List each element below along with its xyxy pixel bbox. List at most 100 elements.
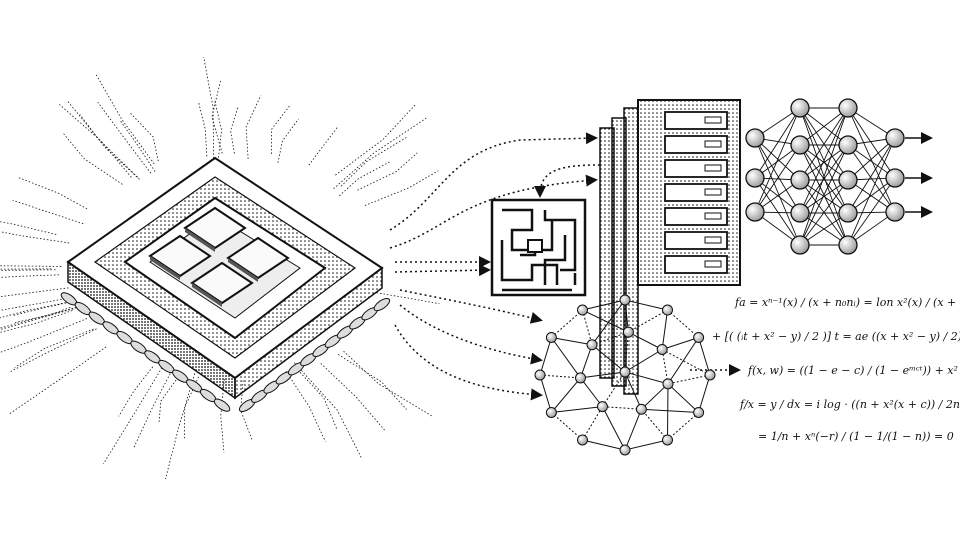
chip-core-side — [150, 256, 180, 280]
equation-3: f(x, w) = ((1 − e − c) / (1 − eᵐᶜᵗ)) + x… — [747, 364, 958, 377]
chip-cores — [148, 206, 290, 307]
graph-node — [662, 378, 674, 390]
wire-line — [213, 98, 222, 162]
nn-node — [745, 202, 765, 222]
wire-line — [8, 346, 107, 415]
wire-line — [340, 136, 408, 187]
nn-edge — [847, 107, 896, 213]
equation-1: fa = xⁿ⁻¹(x) / (x + n₀nᵢ) = lon x²(x) / … — [734, 296, 960, 309]
graph-edge — [667, 374, 711, 385]
nn-edge — [799, 144, 849, 246]
server-side-panel — [623, 107, 639, 395]
wire-line — [339, 161, 391, 197]
graph-edge — [661, 309, 668, 350]
nn-edge — [847, 177, 896, 246]
nn-edge — [847, 144, 896, 213]
wire-line — [335, 103, 417, 176]
nn-node — [838, 235, 858, 255]
nn-edge — [754, 107, 801, 179]
graph-node — [577, 434, 588, 446]
flow-arrow — [399, 289, 543, 324]
flow-arrow — [389, 132, 598, 231]
wire-line — [129, 112, 159, 162]
nn-edge — [847, 137, 896, 214]
graph-edge — [539, 374, 552, 413]
graph-edge — [624, 332, 629, 373]
wire-line — [285, 371, 326, 442]
graph-edge — [551, 412, 583, 441]
wire-line — [0, 265, 62, 267]
server-drive-slot — [704, 260, 722, 268]
graph-edge — [662, 337, 699, 350]
chip-core-side — [185, 228, 215, 252]
nn-node — [838, 170, 858, 190]
graph-edge — [539, 337, 552, 376]
server-unit — [664, 231, 728, 250]
graph-edge — [641, 408, 668, 441]
server-drive-slot — [704, 212, 722, 220]
wire-line — [118, 366, 154, 417]
wire-line — [0, 318, 88, 353]
wire-line — [308, 126, 338, 166]
nn-edge — [799, 107, 849, 246]
wire-line — [9, 328, 97, 373]
graph-edge — [628, 309, 668, 333]
nn-edge — [799, 144, 849, 181]
graph-node — [656, 343, 668, 355]
wire-line — [0, 231, 70, 244]
wire-line — [0, 269, 56, 271]
wire-line — [119, 120, 156, 172]
equation-5: = 1/n + xⁿ(−r) / (1 − 1/(1 − n)) = 0 — [758, 430, 954, 443]
flow-arrows — [389, 132, 741, 401]
nn-node — [790, 235, 810, 255]
equation-2: + [( (ᵢt + x² − y) / 2 )] t = ae ((x + x… — [712, 330, 960, 343]
wire-line — [14, 328, 94, 368]
graph-edge — [582, 299, 626, 311]
wire-line — [103, 364, 165, 465]
nn-edge — [754, 177, 801, 246]
wire-line — [357, 152, 418, 191]
graph-edge — [551, 377, 581, 413]
wire-line — [270, 105, 291, 154]
graph-node — [619, 366, 631, 378]
wire-line — [245, 95, 262, 159]
flow-arrow — [534, 164, 601, 198]
server-unit — [664, 135, 728, 154]
graph-edge — [641, 383, 669, 410]
flow-arrow — [399, 304, 543, 365]
wire-line — [0, 268, 52, 270]
chip-pin — [373, 297, 391, 312]
graph-node — [635, 403, 647, 415]
equations: fa = xⁿ⁻¹(x) / (x + n₀nᵢ) = lon x²(x) / … — [712, 296, 960, 443]
graph-node — [577, 304, 588, 316]
wire-line — [0, 274, 59, 278]
equation-4: f/x = y / dx = i log · ((n + x²(x + c)) … — [739, 398, 960, 411]
graph-node — [622, 326, 634, 338]
graph-edge — [667, 309, 699, 338]
graph-node — [534, 369, 546, 381]
nn-edge — [799, 179, 849, 214]
wire-line — [0, 221, 57, 235]
nn-edge — [754, 144, 801, 213]
graph-node — [619, 294, 631, 306]
wire-line — [95, 74, 155, 165]
graph-edge — [551, 337, 593, 346]
chip-core-side — [192, 283, 222, 307]
server-unit — [664, 255, 728, 274]
graph-edge — [698, 337, 711, 376]
graph-node — [619, 444, 631, 456]
graph-edge — [591, 344, 626, 373]
wire-line — [79, 114, 140, 180]
nn-edge — [754, 137, 801, 214]
graph-edge — [624, 371, 669, 385]
graph-edge — [580, 344, 593, 379]
wire-line — [165, 373, 196, 480]
wire-line — [0, 306, 80, 329]
graph-edge — [551, 309, 583, 338]
nn-edge — [799, 107, 849, 181]
graph-edge — [661, 349, 669, 384]
server-drive-slot — [704, 236, 722, 244]
nn-node — [838, 203, 858, 223]
graph-node — [693, 332, 705, 343]
